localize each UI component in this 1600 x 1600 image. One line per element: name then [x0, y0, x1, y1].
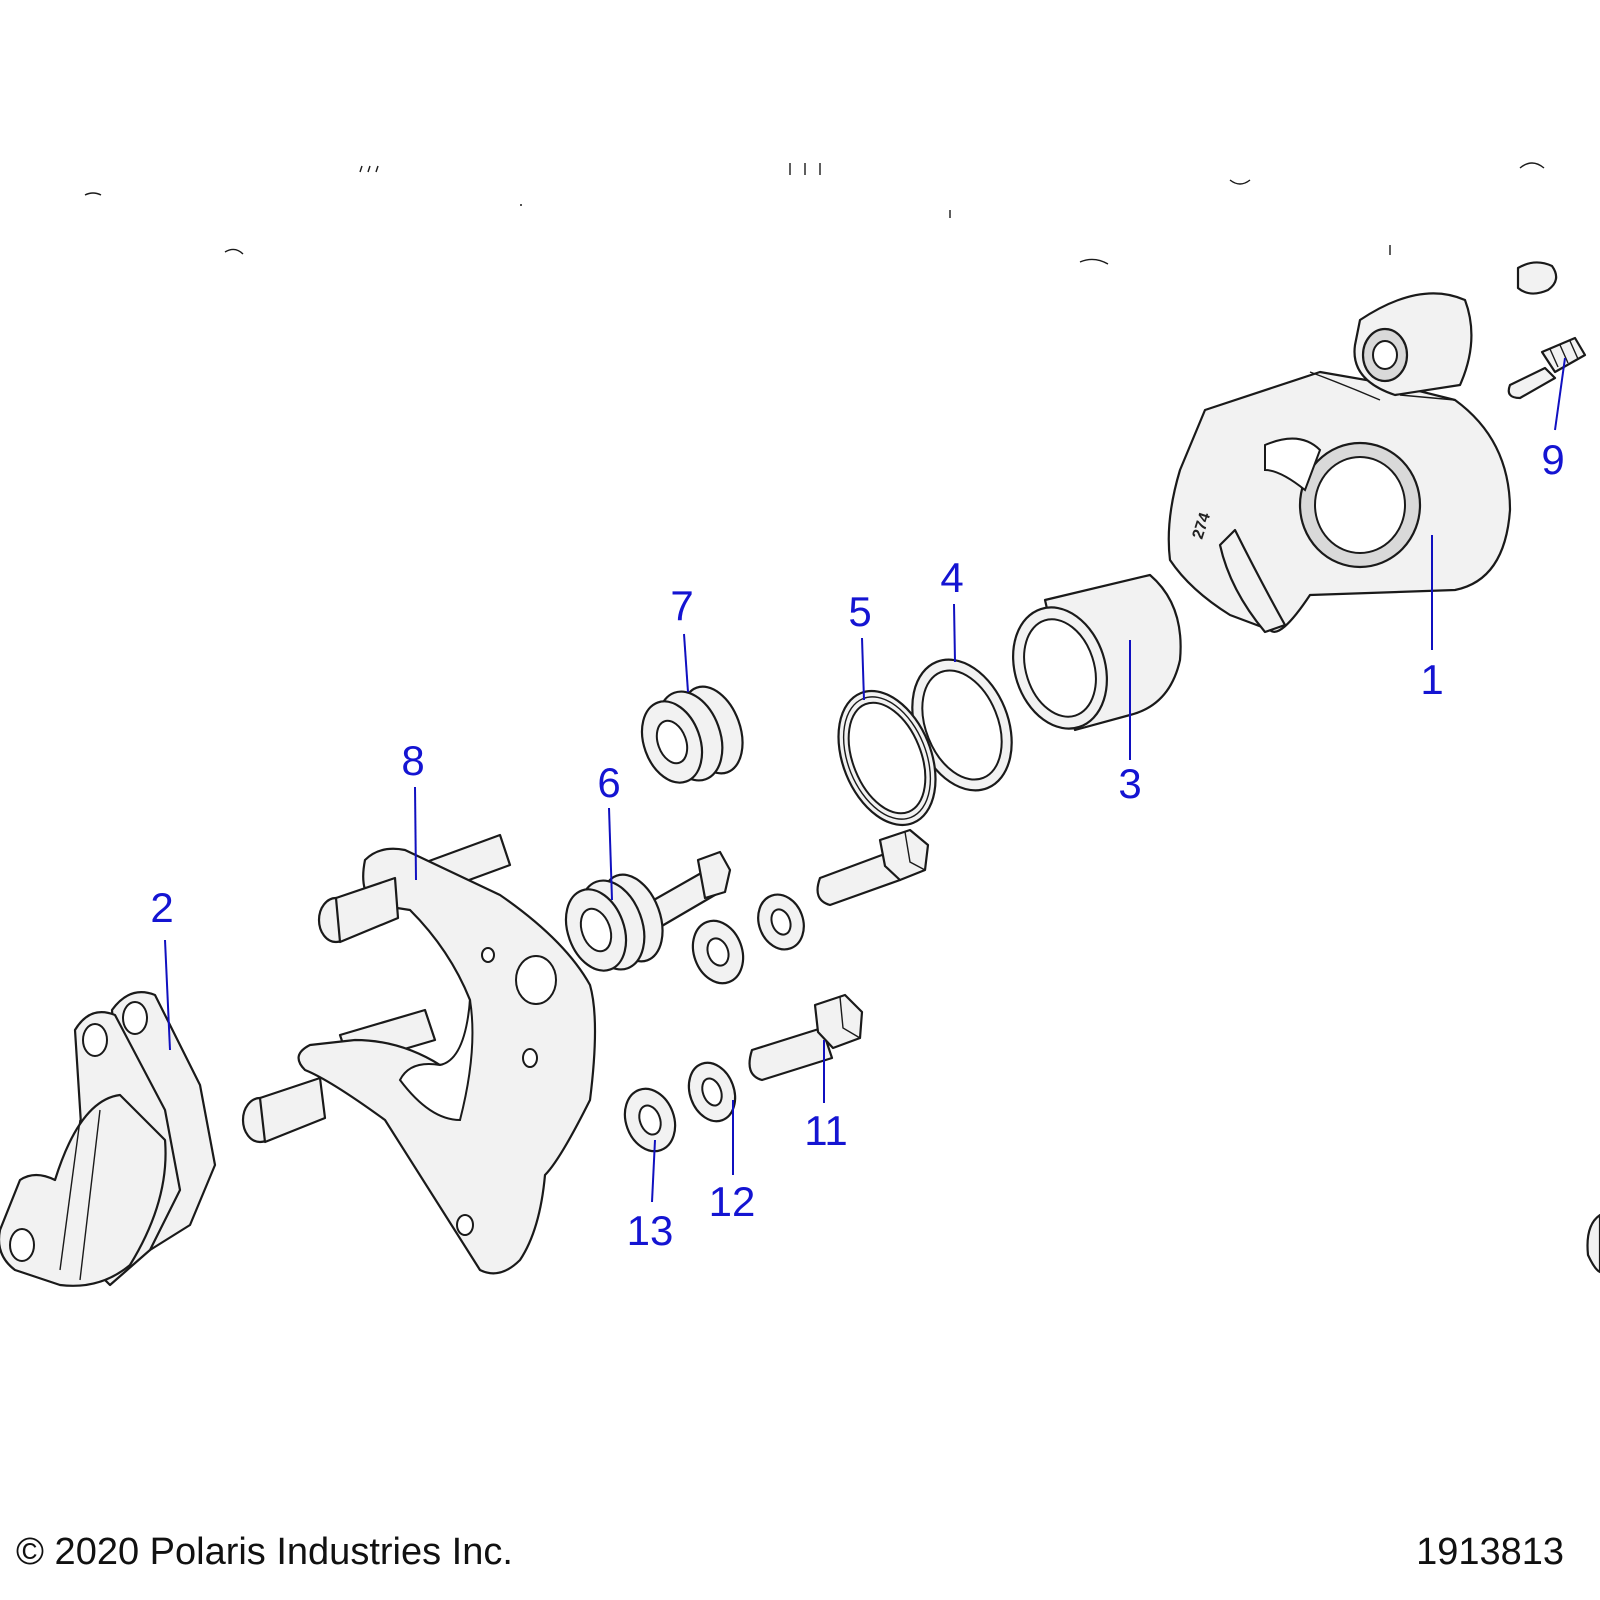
callout-9: 9	[1541, 436, 1564, 483]
pin-boot-upper	[640, 685, 744, 784]
callout-11: 11	[804, 1107, 848, 1154]
callout-7: 7	[670, 582, 693, 629]
caliper-bracket	[241, 833, 597, 1275]
bleeder-cap	[1516, 261, 1558, 295]
callout-2: 2	[150, 884, 173, 931]
callout-4: 4	[940, 554, 963, 601]
callout-1: 1	[1420, 656, 1443, 703]
leader-lines	[164, 357, 1566, 1203]
callout-12: 12	[709, 1178, 756, 1225]
upper-bolt	[816, 828, 930, 907]
lock-washer	[687, 1061, 737, 1123]
copyright-notice: © 2020 Polaris Industries Inc.	[16, 1531, 513, 1573]
cropped-right-fragment	[1586, 1213, 1600, 1274]
brake-pads	[0, 991, 217, 1287]
mounting-bolt	[748, 993, 864, 1082]
piston-seal	[911, 658, 1013, 792]
callout-labels: 1 2 3 4 5 6 7 8 9 11 12 13	[150, 436, 1564, 1254]
dust-seal	[837, 689, 937, 827]
cropped-top-fragments	[84, 162, 1545, 265]
piston	[1012, 573, 1182, 732]
slide-pin-with-boot	[564, 850, 732, 972]
flat-washer	[623, 1087, 677, 1153]
upper-washer-large	[691, 919, 745, 985]
callout-6: 6	[597, 759, 620, 806]
callout-8: 8	[401, 737, 424, 784]
callout-5: 5	[848, 588, 871, 635]
callout-3: 3	[1118, 760, 1141, 807]
upper-washer-small	[757, 893, 805, 951]
callout-13: 13	[627, 1207, 674, 1254]
caliper-body: 274	[1167, 292, 1512, 634]
bleeder-screw	[1507, 336, 1587, 400]
drawing-number: 1913813	[1416, 1531, 1564, 1573]
